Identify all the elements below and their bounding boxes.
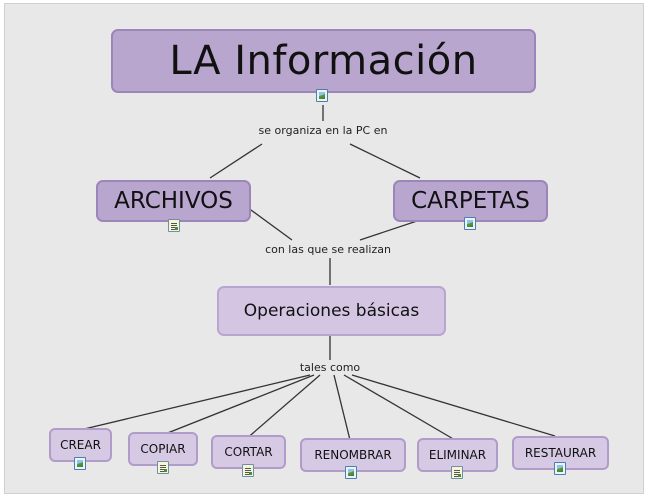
crear-image-icon[interactable] <box>74 457 86 470</box>
crear-label: CREAR <box>60 438 101 452</box>
archivos-label: ARCHIVOS <box>114 188 233 214</box>
link-label-tales-como: tales como <box>296 361 364 374</box>
title-text: LA Información <box>169 38 478 84</box>
link-label-organiza: se organiza en la PC en <box>255 124 391 137</box>
line-to-renombrar <box>333 374 351 441</box>
carpetas-node[interactable]: CARPETAS <box>393 180 548 222</box>
copiar-document-icon[interactable] <box>157 461 169 474</box>
copiar-node[interactable]: COPIAR <box>128 432 198 466</box>
line-to-cortar <box>244 374 321 441</box>
cortar-node[interactable]: CORTAR <box>211 435 286 469</box>
line-to-copiar <box>159 374 315 437</box>
restaurar-label: RESTAURAR <box>524 446 597 460</box>
line-label-to-carpetas <box>349 143 421 179</box>
line-label-to-archivos <box>209 143 263 179</box>
renombrar-label: RENOMBRAR <box>314 448 392 462</box>
eliminar-label: ELIMINAR <box>428 448 487 462</box>
cortar-label: CORTAR <box>224 445 273 459</box>
title-image-icon[interactable] <box>316 89 328 102</box>
renombrar-image-icon[interactable] <box>345 466 357 479</box>
eliminar-document-icon[interactable] <box>451 466 463 479</box>
carpetas-image-icon[interactable] <box>464 217 476 230</box>
carpetas-label: CARPETAS <box>411 188 530 214</box>
operaciones-label: Operaciones básicas <box>243 301 420 321</box>
operaciones-node[interactable]: Operaciones básicas <box>217 286 446 336</box>
archivos-document-icon[interactable] <box>168 219 180 232</box>
cortar-document-icon[interactable] <box>242 464 254 477</box>
line-to-eliminar <box>343 374 456 441</box>
restaurar-image-icon[interactable] <box>554 462 566 475</box>
archivos-node[interactable]: ARCHIVOS <box>96 180 251 222</box>
title-node[interactable]: LA Información <box>111 29 536 93</box>
copiar-label: COPIAR <box>140 442 186 456</box>
link-label-realizan: con las que se realizan <box>262 243 394 256</box>
line-to-crear <box>79 374 311 431</box>
line-carpetas-to-label <box>359 219 421 241</box>
line-to-restaurar <box>351 374 556 437</box>
